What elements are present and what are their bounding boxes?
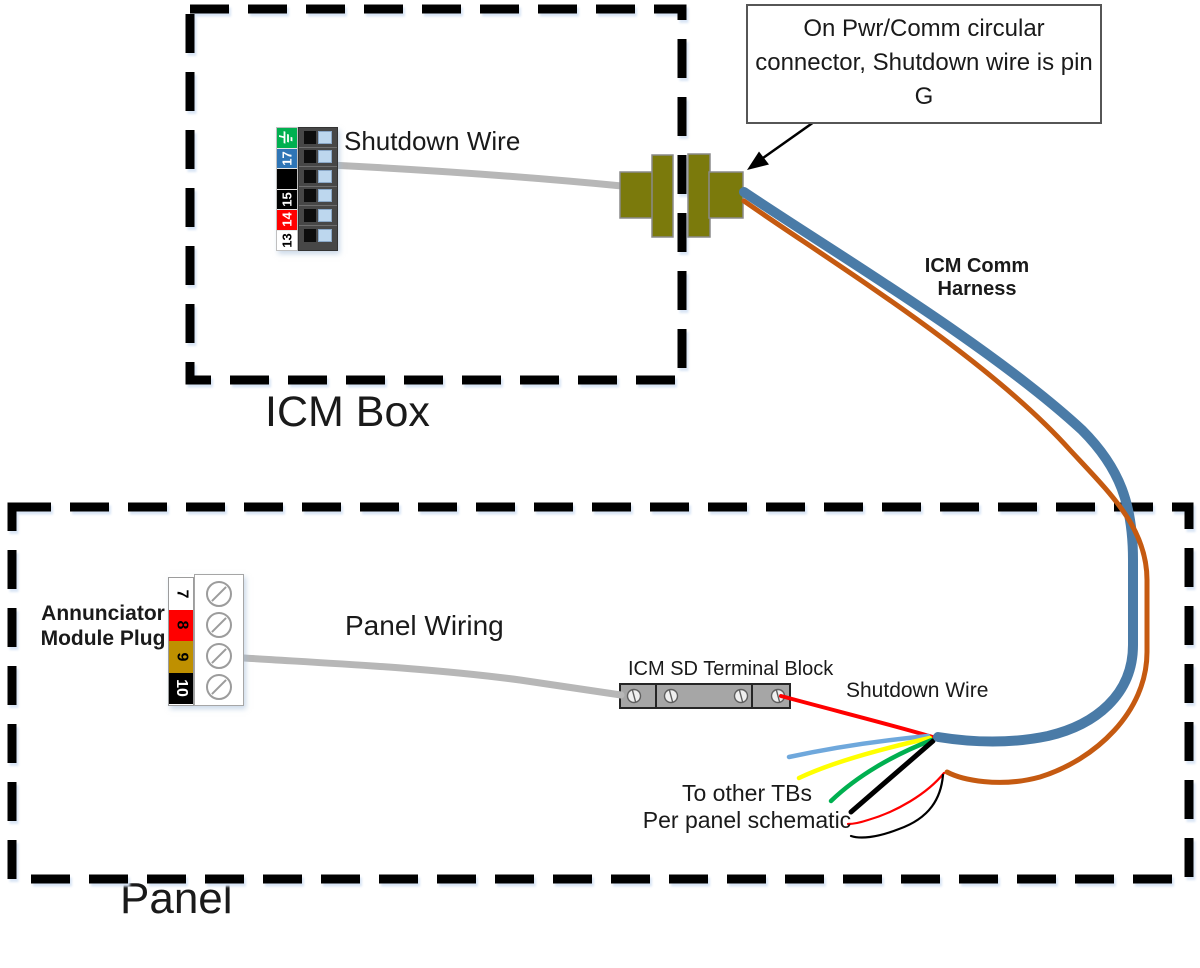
callout-text: On Pwr/Comm circular connector, Shutdown… [755,15,1093,110]
plug-pin-9: 9 [169,641,193,673]
screw-icon [206,611,232,638]
other-tbs-note-line2: Per panel schematic [642,807,852,833]
icm-shutdown-wire [326,161,626,190]
plug-pin-7: 7 [169,578,193,610]
fan-wire-thin-red [846,771,946,826]
fan-wire-yellow [796,735,933,781]
fan-wire-green [828,737,935,804]
callout-arrow [747,115,822,170]
terminal-pin-14: 14 [277,210,297,231]
icm-terminal-block: 17 15 14 13 [276,127,338,251]
terminal-pin-label: 13 [279,233,295,248]
annunciator-screw-panel [194,574,244,706]
panel-wiring-wire [240,654,625,699]
screw-icon [206,642,232,669]
terminal-pin-ground [277,128,297,149]
terminal-slot [299,187,337,206]
terminal-pin-label: 15 [279,192,295,207]
annunciator-plug-label: Annunciator Module Plug [40,602,166,650]
other-tbs-note: To other TBs Per panel schematic [635,780,859,834]
connector-right-body [708,171,744,219]
terminal-pin-label: 17 [279,151,295,166]
callout-arrowhead-icon [747,151,769,170]
icm-shutdown-wire-label: Shutdown Wire [344,126,521,156]
icm-terminal-slot-column [298,127,338,251]
panel-shutdown-wire-label: Shutdown Wire [846,679,989,702]
terminal-slot [299,148,337,167]
fan-wire-black [848,738,936,815]
connector-left-flange [651,154,674,238]
icm-sd-terminal-block [619,683,791,709]
terminal-slot [299,206,337,226]
screw-icon [626,688,642,704]
harness-orange-wire [741,198,1150,785]
fan-wire-thin-black [849,773,945,839]
terminal-slot [299,167,337,187]
plug-pin-label: 8 [173,620,190,630]
sd-terminal-block-label: ICM SD Terminal Block [628,658,834,680]
annunciator-color-column: 7 8 9 10 [168,577,194,706]
other-tbs-note-line1: To other TBs [682,780,812,806]
screw-icon [733,688,749,704]
panel-shutdown-wire [779,694,938,740]
screw-icon [663,688,679,704]
connector-left-body [619,171,654,219]
plug-pin-label: 9 [173,652,190,662]
terminal-pin-13: 13 [277,230,297,250]
terminal-pin-17: 17 [277,148,297,169]
annunciator-module-plug: 7 8 9 10 [168,574,244,706]
plug-pin-label: 10 [172,679,190,698]
icm-box-label: ICM Box [265,388,430,436]
terminal-pin-label: 14 [279,212,295,227]
terminal-pin-15: 15 [277,189,297,210]
plug-pin-10: 10 [169,672,193,704]
terminal-slot [299,128,337,148]
plug-pin-label: 7 [173,589,190,599]
screw-icon [206,580,232,607]
fan-wire-light-blue [786,733,931,760]
plug-pin-8: 8 [169,609,193,641]
terminal-pin-blank [277,169,297,190]
panel-wiring-label: Panel Wiring [345,610,504,641]
sd-block-screws [626,688,786,704]
icm-box-outline [185,4,687,385]
icm-comm-harness-label: ICM Comm Harness [924,255,1030,300]
pwr-comm-connector [619,153,744,238]
screw-icon [206,673,232,700]
icm-terminal-color-column: 17 15 14 13 [276,127,298,251]
terminal-slot [299,226,337,246]
callout-box: On Pwr/Comm circular connector, Shutdown… [746,4,1102,124]
ground-icon [279,129,295,147]
connector-right-flange [687,153,711,238]
panel-outline [7,502,1194,884]
